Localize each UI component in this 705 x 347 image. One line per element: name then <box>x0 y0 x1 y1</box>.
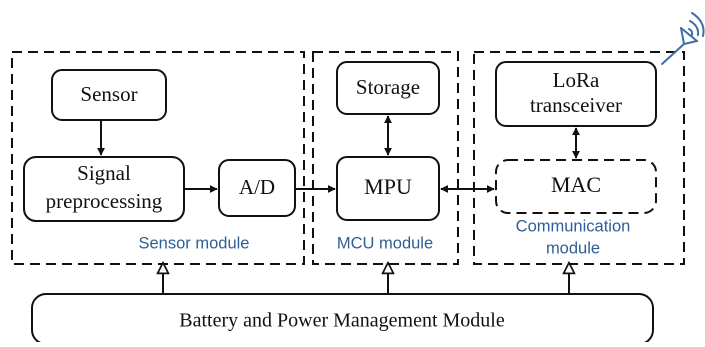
lora-transceiver-label-line2: transceiver <box>530 93 622 117</box>
communication-module-boundary <box>473 51 685 265</box>
mcu-module-label: MCU module <box>337 234 433 252</box>
sensor-label: Sensor <box>80 82 137 106</box>
communication-module-label-line1: Communication <box>516 217 631 235</box>
mpu-box <box>336 156 440 221</box>
antenna-icon <box>661 12 705 65</box>
signal-preprocessing-label-line2: preprocessing <box>46 189 163 213</box>
lora-transceiver-box <box>495 61 657 127</box>
signal-preprocessing-label-line1: Signal <box>77 161 131 185</box>
sensor-box <box>51 69 167 121</box>
sensor-module-label: Sensor module <box>139 234 250 252</box>
storage-label: Storage <box>356 75 420 99</box>
ad-converter-label: A/D <box>239 175 275 199</box>
mpu-label: MPU <box>364 174 412 199</box>
communication-module-label-line2: module <box>546 239 600 257</box>
mac-box <box>495 159 657 214</box>
storage-box <box>336 61 440 115</box>
mcu-module-boundary <box>312 51 459 265</box>
mac-label: MAC <box>551 172 601 197</box>
lora-transceiver-label-line1: LoRa <box>553 68 600 92</box>
power-management-label: Battery and Power Management Module <box>179 310 505 332</box>
